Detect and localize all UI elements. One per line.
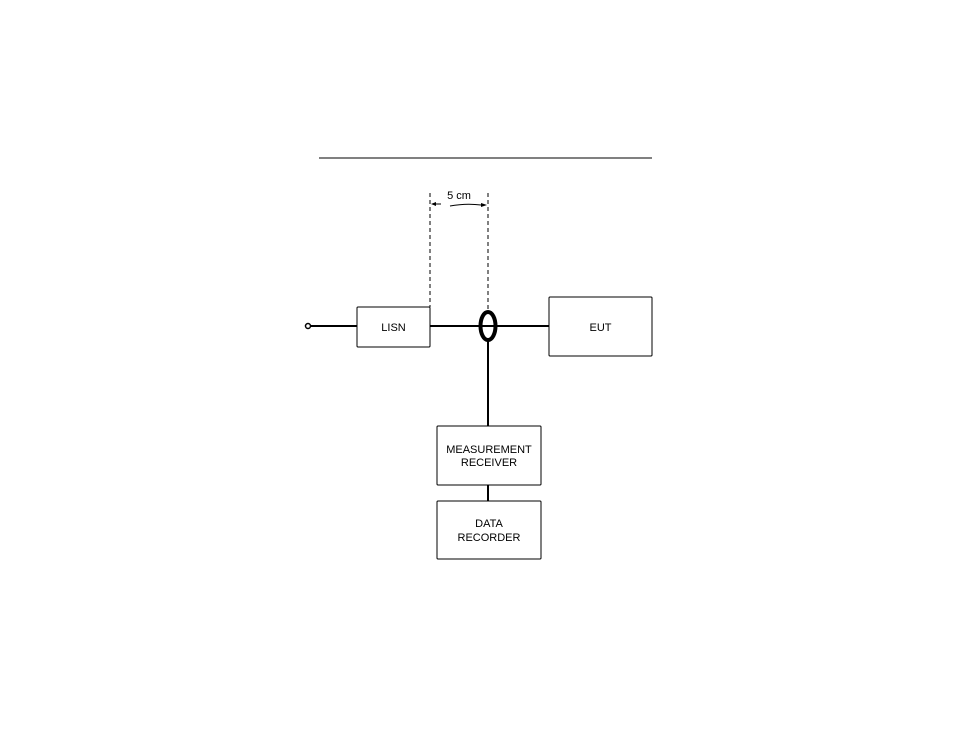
lisn-block: LISN bbox=[357, 307, 430, 347]
lisn-label: LISN bbox=[381, 322, 406, 334]
dimension-arrow bbox=[431, 202, 487, 207]
dimension-label: 5 cm bbox=[447, 190, 471, 202]
data-recorder-block: DATA RECORDER bbox=[437, 501, 541, 559]
receiver-label-line1: MEASUREMENT bbox=[446, 444, 532, 456]
measurement-receiver-block: MEASUREMENT RECEIVER bbox=[437, 426, 541, 485]
eut-label: EUT bbox=[590, 322, 612, 334]
input-terminal bbox=[306, 324, 311, 329]
receiver-label-line2: RECEIVER bbox=[461, 457, 517, 469]
recorder-label-line1: DATA bbox=[475, 518, 503, 530]
recorder-label-line2: RECORDER bbox=[458, 532, 521, 544]
eut-block: EUT bbox=[549, 297, 652, 356]
